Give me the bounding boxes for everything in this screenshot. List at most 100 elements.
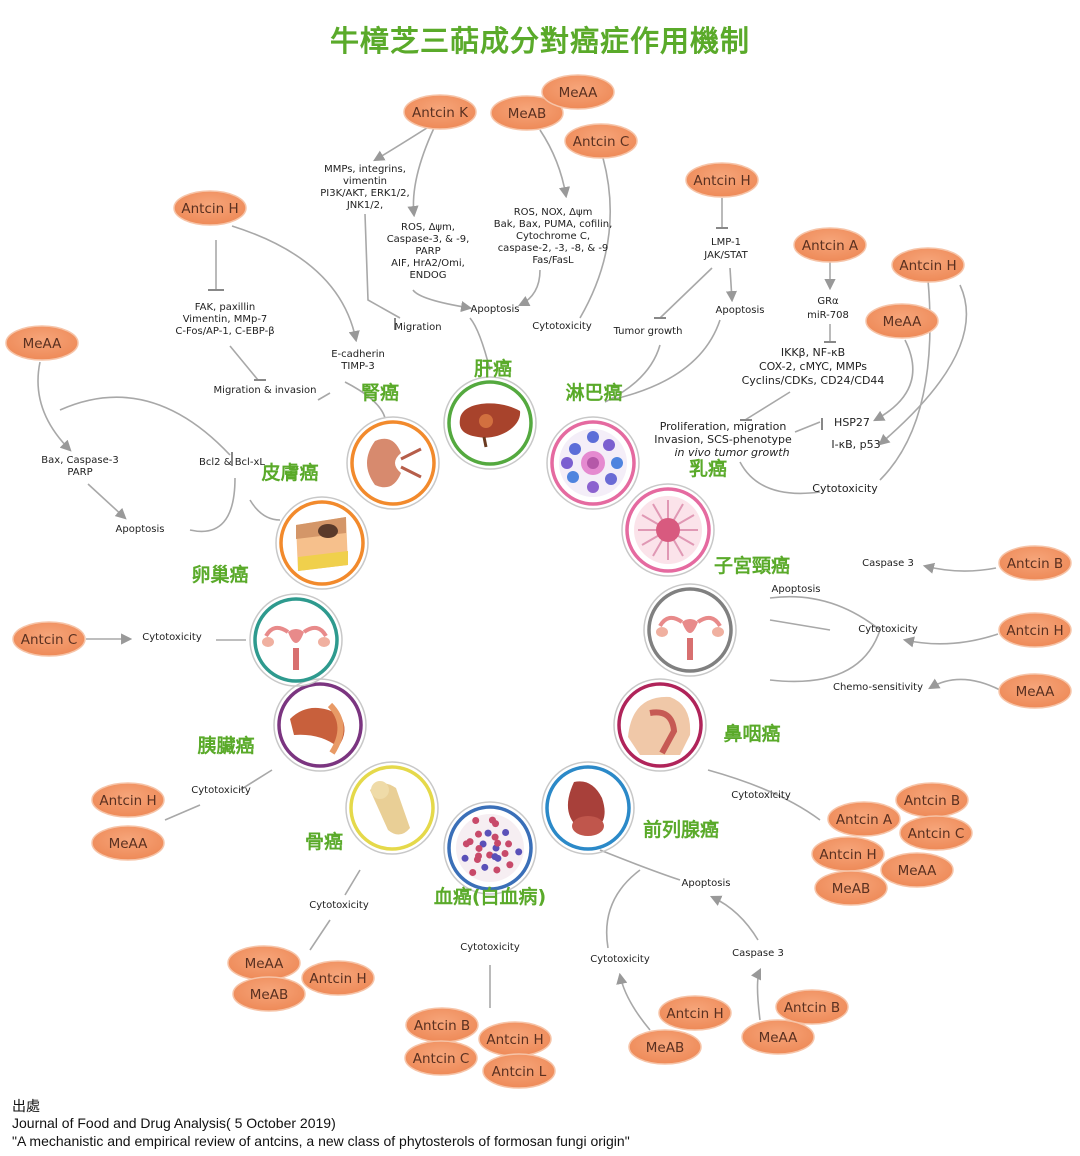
compound-badge: Antcin H <box>301 960 375 996</box>
connector-line <box>599 849 681 881</box>
connector-line <box>412 289 473 313</box>
mechanism-text: Cytotoxicity <box>812 482 878 495</box>
cancer-node-prostate <box>541 761 635 855</box>
compound-name: Antcin H <box>819 847 876 863</box>
mechanism-text: FAK, paxillin <box>195 302 255 313</box>
mechanism-text: Fas/FasL <box>532 255 574 266</box>
compound-badge: MeAA <box>865 303 939 339</box>
compound-name: MeAA <box>109 836 149 852</box>
mechanism-text: Migration & invasion <box>214 385 317 396</box>
mechanism-text: ROS, Δψm, <box>401 222 455 233</box>
compound-badge: Antcin H <box>173 190 247 226</box>
mechanism-text: Invasion, SCS-phenotype <box>654 433 792 446</box>
mechanism-text: AIF, HrA2/Omi, <box>391 258 465 269</box>
compound-badge: MeAA <box>227 945 301 981</box>
connector-line <box>239 769 273 791</box>
mechanism-text: Migration <box>394 322 441 333</box>
mechanism-text: Cytotoxicity <box>309 900 369 911</box>
mechanism-text: PARP <box>67 467 92 478</box>
connector-line <box>605 869 641 949</box>
compound-badge: MeAA <box>541 74 615 110</box>
page-title: 牛樟芝三萜成分對癌症作用機制 <box>329 24 750 58</box>
connector-line <box>229 345 259 381</box>
mechanism-text: Apoptosis <box>772 584 821 595</box>
compound-name: MeAA <box>559 85 599 101</box>
compound-badge: Antcin C <box>564 123 638 159</box>
ovary-icon <box>262 625 330 670</box>
compound-name: Antcin B <box>784 1000 840 1016</box>
compound-name: MeAB <box>646 1040 684 1056</box>
compound-name: Antcin C <box>413 1051 470 1067</box>
compound-name: Antcin H <box>99 793 156 809</box>
connector-line <box>59 396 231 456</box>
cancer-node-liver <box>443 376 537 470</box>
mechanism-text: ENDOG <box>409 270 446 281</box>
cancer-label: 骨癌 <box>305 830 343 853</box>
mechanism-text: Cyclins/CDKs, CD24/CD44 <box>742 374 885 387</box>
connector-line <box>231 225 360 343</box>
compound-name: Antcin C <box>573 134 630 150</box>
connector-line <box>616 972 651 1031</box>
cancer-label: 鼻咽癌 <box>723 722 780 745</box>
mechanism-text: Proliferation, migration <box>660 420 787 433</box>
mechanism-text: I-κB, p53 <box>831 438 880 451</box>
connector-line <box>873 339 914 422</box>
connector-line <box>928 678 1001 691</box>
mechanism-text: Bak, Bax, PUMA, cofilin, <box>494 219 613 230</box>
mechanism-text: COX-2, cMYC, MMPs <box>759 360 867 373</box>
connector-line <box>707 769 821 821</box>
compound-badge: Antcin B <box>998 545 1072 581</box>
compound-name: Antcin C <box>908 826 965 842</box>
cancer-node-bone <box>345 761 439 855</box>
compound-badge: Antcin A <box>827 801 901 837</box>
mechanism-text: Cytotoxicity <box>460 942 520 953</box>
cancer-label: 胰臟癌 <box>196 734 254 757</box>
bone-icon <box>370 781 410 835</box>
mechanism-text: LMP-1 <box>711 237 741 248</box>
mechanism-text: Chemo-sensitivity <box>833 682 923 693</box>
cancer-node-blood <box>443 801 537 895</box>
compound-name: Antcin A <box>802 238 859 254</box>
compound-name: Antcin H <box>181 201 238 217</box>
connector-line <box>750 967 762 1021</box>
connector-line <box>364 213 401 319</box>
compound-name: Antcin H <box>693 173 750 189</box>
mechanism-text: Bcl2 & Bcl-xL <box>199 457 265 468</box>
mechanism-text: Caspase 3 <box>732 948 784 959</box>
compound-name: Antcin H <box>899 258 956 274</box>
mechanism-text: Cytotoxicity <box>858 624 918 635</box>
compound-badge: MeAA <box>5 325 79 361</box>
connector-line <box>189 477 236 533</box>
mechanism-text: Tumor growth <box>613 326 683 337</box>
compound-badge: Antcin H <box>998 612 1072 648</box>
compound-badge: MeAB <box>232 976 306 1012</box>
compound-badge: Antcin C <box>899 815 973 851</box>
kidney-icon <box>367 438 422 488</box>
compound-name: Antcin B <box>414 1018 470 1034</box>
connector-line <box>902 633 999 648</box>
cancer-label: 腎癌 <box>361 381 399 404</box>
mechanism-text: Cytotoxicity <box>532 321 592 332</box>
connector-line <box>769 619 831 631</box>
cancer-label: 子宮頸癌 <box>714 554 790 577</box>
cancer-label: 肝癌 <box>474 357 512 380</box>
compound-name: MeAB <box>250 987 288 1003</box>
connector-line <box>769 595 881 683</box>
cancer-node-ovary <box>249 593 343 687</box>
compound-badge: MeAA <box>91 825 165 861</box>
connector-line <box>878 284 968 446</box>
throat-icon <box>628 696 691 755</box>
compound-badge: Antcin B <box>775 989 849 1025</box>
mechanism-text: Cytotoxicity <box>191 785 251 796</box>
mechanism-text: Apoptosis <box>716 305 765 316</box>
compound-badge: Antcin H <box>478 1021 552 1057</box>
cancer-label: 卵巢癌 <box>191 563 248 586</box>
mechanism-text: GRα <box>817 296 839 307</box>
connector-line <box>249 499 281 521</box>
connector-line <box>609 319 721 401</box>
connector-line <box>539 129 571 199</box>
liver-icon <box>459 403 521 448</box>
compound-name: Antcin H <box>1006 623 1063 639</box>
mechanism-text: Apoptosis <box>116 524 165 535</box>
